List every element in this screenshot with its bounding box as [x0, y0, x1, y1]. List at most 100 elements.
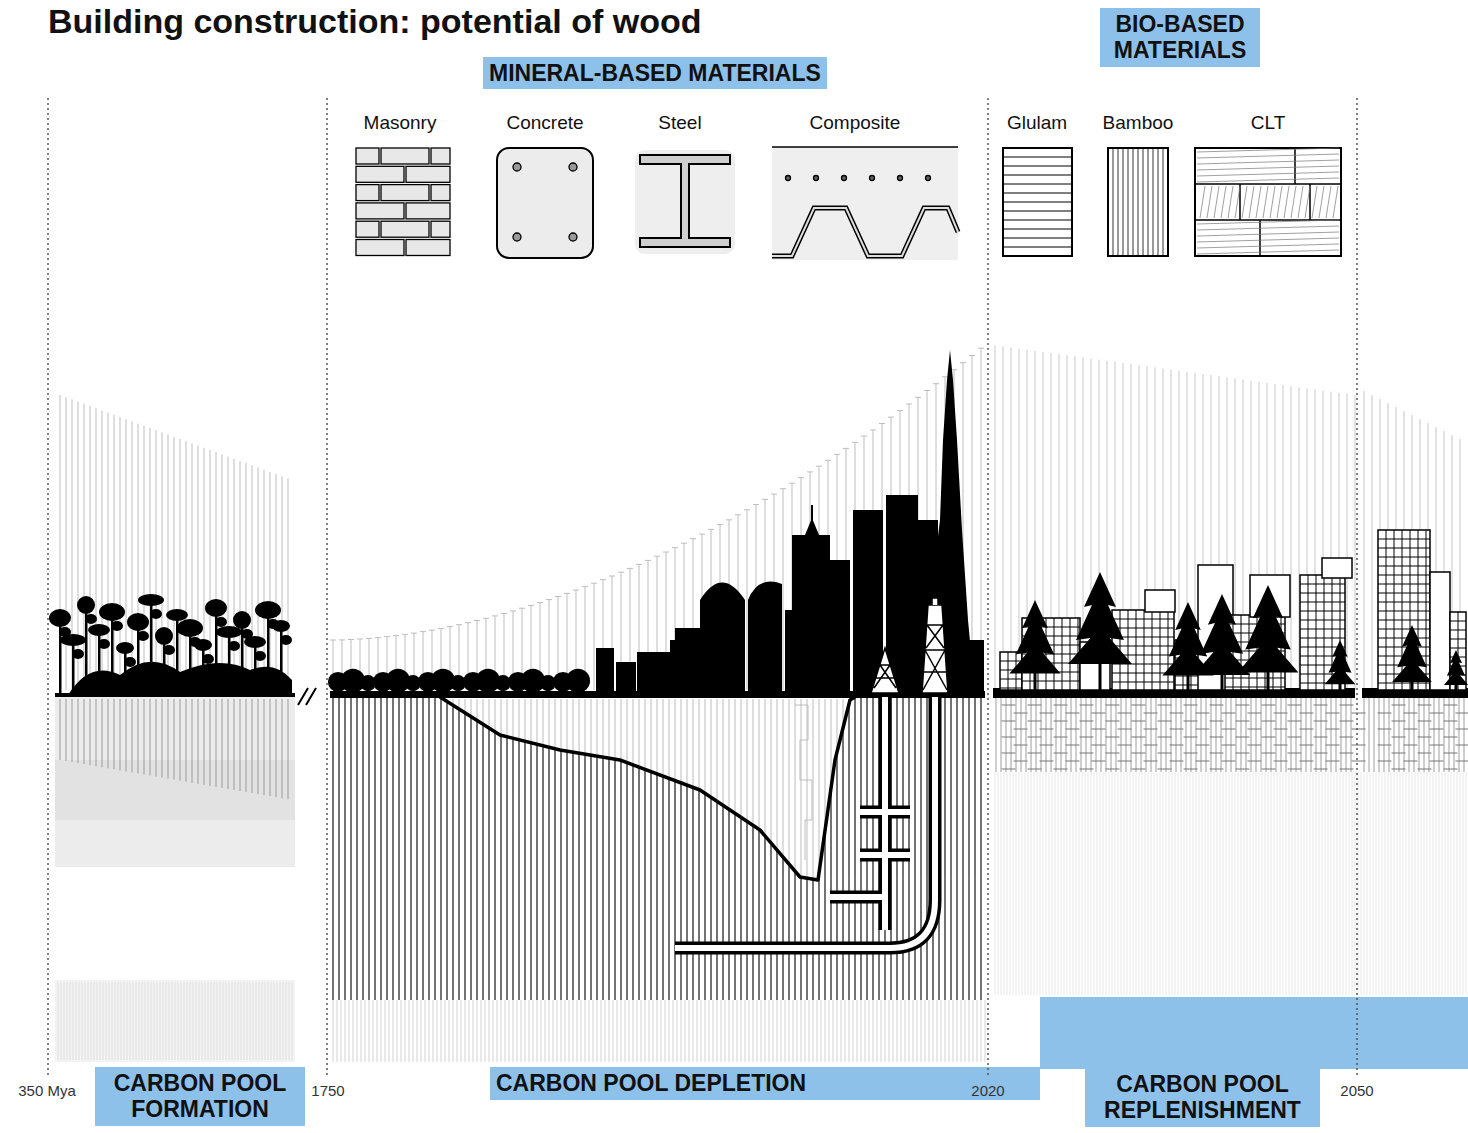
rebar	[569, 233, 577, 241]
brick	[356, 148, 379, 164]
tree-crown	[138, 594, 164, 606]
brick	[356, 166, 404, 182]
brick	[381, 185, 429, 201]
quarry-steps	[795, 705, 812, 860]
material-label: CLT	[1248, 112, 1288, 134]
soil-hatch	[995, 772, 1466, 995]
material-label: Glulam	[1004, 112, 1070, 134]
tree-crown	[254, 651, 266, 661]
tree-crown	[111, 621, 123, 631]
city-silhouette	[328, 350, 984, 695]
building	[596, 648, 614, 695]
brick	[356, 185, 379, 201]
conifer-tree	[1238, 585, 1299, 672]
rebar	[513, 163, 521, 171]
soil-hatch	[58, 982, 292, 1060]
tree-trunk	[1267, 671, 1270, 691]
timeline-label: 2020	[968, 1082, 1007, 1099]
building	[805, 518, 819, 535]
timeline-label: 1750	[308, 1082, 347, 1099]
material-icons	[356, 147, 1341, 260]
rebar	[786, 176, 791, 181]
conifer-tree	[1194, 594, 1250, 675]
brick	[406, 166, 450, 182]
building	[792, 535, 830, 695]
material-label: Concrete	[503, 112, 586, 134]
tree-trunk	[1411, 681, 1414, 690]
tree-crown	[272, 620, 290, 632]
oil-derrick	[871, 648, 899, 693]
tree-crown	[233, 611, 251, 629]
tree-trunk	[1034, 672, 1037, 690]
building	[830, 560, 850, 695]
tree-trunk	[1221, 673, 1224, 690]
tree-crown	[244, 636, 266, 648]
tree-crown	[85, 614, 97, 624]
bamboo-fibre	[1113, 148, 1163, 256]
brick	[356, 240, 404, 256]
tree-crown	[60, 634, 86, 646]
soil-layer	[55, 760, 295, 820]
break-mark	[298, 688, 316, 705]
conifer-tree	[1444, 650, 1468, 685]
era-divider	[326, 98, 328, 1078]
oil-derrick	[932, 598, 938, 605]
era-divider	[1356, 98, 1358, 1078]
tree-trunk	[1339, 683, 1342, 690]
quarry-outline	[440, 697, 855, 880]
band-label: CARBON POOL FORMATION	[101, 1070, 299, 1123]
carbon-line	[995, 345, 1355, 690]
bush	[566, 669, 590, 693]
tree-crown	[124, 657, 136, 667]
carbon-line	[1364, 391, 1460, 690]
timber-city	[1000, 530, 1468, 690]
oil-derrick	[922, 605, 948, 693]
brick	[356, 221, 379, 237]
forest	[49, 594, 292, 695]
band-label: BIO-BASED MATERIALS	[1106, 11, 1254, 64]
diagram-title: Building construction: potential of wood	[48, 2, 701, 41]
rebar	[898, 176, 903, 181]
concrete-section	[497, 148, 593, 258]
era-divider	[987, 98, 989, 1078]
composite-slab	[772, 147, 958, 260]
brick	[431, 221, 450, 237]
building	[700, 583, 745, 696]
pipe	[830, 812, 910, 897]
brick-pattern	[1002, 705, 1468, 769]
band-label: CARBON POOL DEPLETION	[496, 1070, 806, 1096]
pipe-outline	[675, 697, 935, 948]
rebar	[926, 176, 931, 181]
brick	[431, 148, 450, 164]
tree-crown	[177, 619, 203, 637]
wood-grain	[1197, 148, 1339, 254]
rebar	[870, 176, 875, 181]
brick	[381, 148, 429, 164]
building	[748, 582, 782, 695]
band-label: MINERAL-BASED MATERIALS	[489, 60, 821, 86]
stage-band: CARBON POOL FORMATION	[95, 1067, 305, 1126]
brick	[356, 203, 404, 219]
tree-trunk	[1455, 684, 1458, 690]
brick	[431, 185, 450, 201]
slab-edge	[772, 146, 958, 148]
lamella	[1003, 157, 1072, 247]
rebar	[842, 176, 847, 181]
replenishment-band	[1040, 997, 1468, 1069]
bamboo-section	[1108, 148, 1168, 256]
depletion-band	[490, 1067, 1040, 1100]
tree-crown	[215, 617, 227, 627]
material-label: Bamboo	[1100, 112, 1177, 134]
brick	[406, 240, 450, 256]
carbon-line	[333, 348, 981, 690]
brick	[381, 221, 429, 237]
rebar	[513, 233, 521, 241]
conifer-tree	[1068, 572, 1132, 664]
tree-crown	[166, 609, 188, 621]
clt-layers	[1195, 148, 1341, 256]
tree-crown	[202, 654, 214, 664]
brick	[406, 203, 450, 219]
pipe-outline	[830, 812, 910, 897]
i-beam	[640, 155, 730, 247]
